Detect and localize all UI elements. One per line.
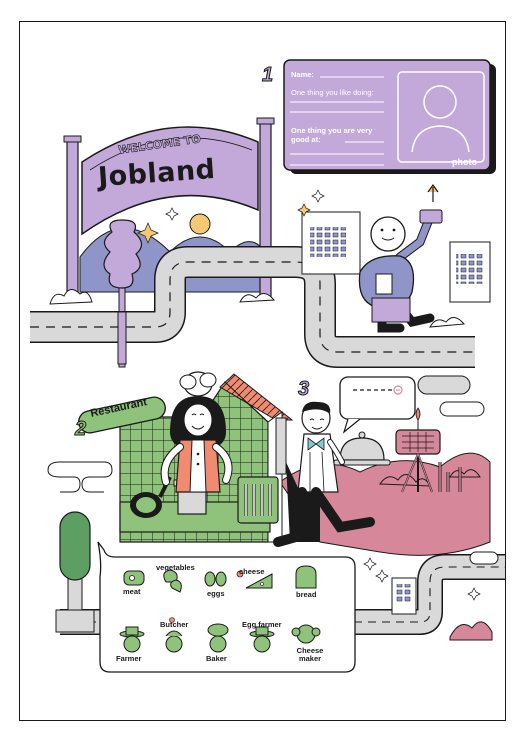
job-farmer: Farmer — [116, 654, 142, 663]
person-with-card — [358, 209, 465, 333]
food-job-panel — [97, 541, 356, 673]
restaurant-scene — [78, 371, 491, 556]
food-vegetables: vegetables — [156, 563, 195, 572]
job-cheese-maker: Cheese maker — [296, 646, 324, 663]
bottom-road — [60, 554, 505, 635]
card-like-label: One thing you like doing: — [291, 88, 374, 97]
cheese-maker-icon — [291, 624, 321, 644]
poster-frame: WELCOME TO Jobland Name: One thing you l… — [19, 21, 506, 721]
clouds-middle — [47, 375, 485, 493]
food-cheese: cheese — [239, 567, 265, 576]
card-photo-label: photo — [452, 157, 477, 167]
egg-farmer-icon — [249, 626, 275, 653]
butcher-icon — [165, 617, 183, 653]
top-road — [30, 246, 475, 368]
food-eggs: eggs — [207, 589, 225, 598]
baker-icon — [207, 623, 229, 653]
card-name-label: Name: — [291, 70, 314, 79]
step-1: 1 — [261, 64, 274, 87]
job-butcher: Butcher — [160, 620, 189, 629]
speech-bubble — [339, 376, 416, 434]
step-3: 3 — [297, 378, 310, 401]
bottom-left-tree — [55, 511, 95, 633]
bottom-right-city — [363, 551, 499, 641]
job-baker: Baker — [206, 654, 227, 663]
food-bread: bread — [296, 590, 317, 599]
job-egg-farmer: Egg farmer — [242, 620, 282, 629]
step-2: 2 — [74, 418, 87, 441]
city-buildings-top — [297, 189, 491, 303]
food-meat: meat — [123, 587, 141, 596]
id-card — [283, 59, 496, 174]
illustration-canvas — [30, 59, 505, 673]
farmer-icon — [119, 626, 145, 653]
card-good-label: One thing you are very good at: — [291, 126, 373, 144]
